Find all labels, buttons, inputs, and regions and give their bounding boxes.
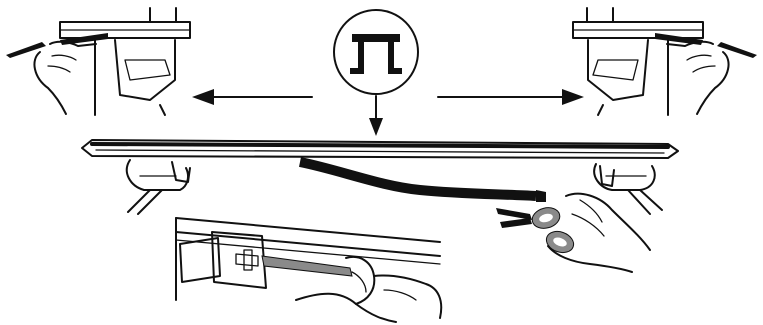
foot-right	[593, 163, 663, 215]
profile-symbol-icon	[333, 9, 419, 95]
rubber-strip	[299, 157, 546, 202]
scissors-icon	[496, 207, 575, 254]
closeup-inset	[175, 217, 443, 323]
end-cap-removal-left	[59, 7, 191, 116]
arrow-right-icon	[437, 89, 584, 105]
end-cap-removal-right	[572, 7, 704, 116]
arrow-down-icon	[369, 95, 383, 136]
foot-left	[125, 159, 191, 215]
strip-tool-left	[6, 33, 108, 58]
hand-scissors-icon	[547, 192, 651, 273]
hand-right-icon	[666, 40, 730, 115]
top-right-detail	[572, 7, 757, 116]
roof-bar	[81, 139, 679, 159]
hand-pulling-icon	[295, 256, 443, 323]
strip-tool-right	[655, 33, 757, 58]
hand-left-icon	[33, 40, 97, 115]
top-left-detail	[6, 7, 191, 116]
end-cap-closeup	[179, 231, 267, 289]
arrow-left-icon	[192, 89, 313, 105]
